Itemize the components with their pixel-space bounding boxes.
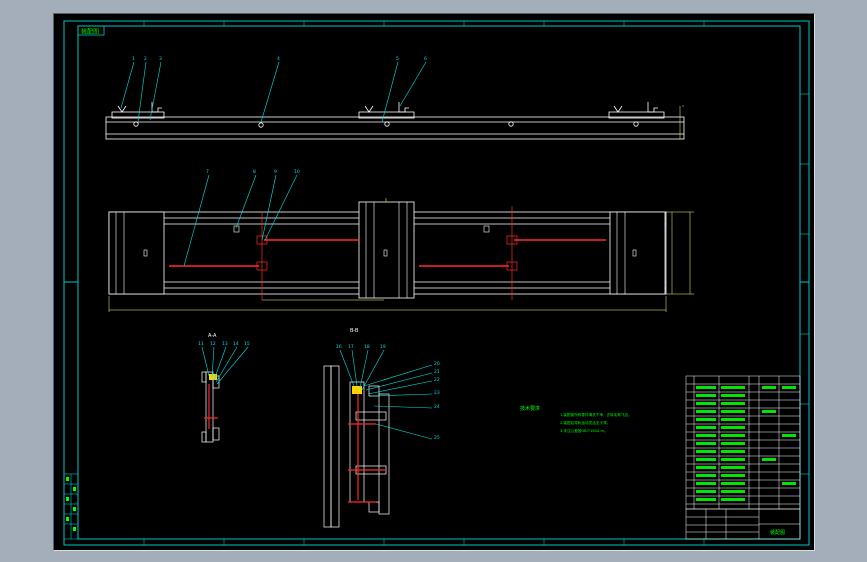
title-tab-box (77, 25, 105, 36)
part-number: 21 (434, 369, 440, 375)
small-section-fill (209, 374, 217, 380)
plan-view-part-numbers: 7 8 9 10 (206, 169, 300, 175)
part-number: 13 (222, 341, 228, 347)
part-number: 9 (274, 169, 277, 175)
plan-view-blocks (108, 201, 666, 299)
large-section-part-numbers-right: 20 21 22 23 24 25 (434, 361, 440, 441)
part-number: 18 (364, 344, 370, 350)
parts-list (685, 375, 801, 510)
top-view-clamps (117, 102, 658, 113)
small-section-highlights (204, 384, 218, 429)
large-section-leaders (339, 349, 433, 440)
large-section-detail (323, 365, 390, 528)
part-number: 20 (434, 361, 440, 367)
cad-viewport[interactable]: 装配图 (53, 13, 815, 551)
small-section-detail (201, 371, 220, 443)
part-number: 23 (434, 390, 440, 396)
part-number: 12 (210, 341, 216, 347)
part-number: 15 (244, 341, 250, 347)
part-number: 8 (253, 169, 256, 175)
small-section-leaders (201, 346, 249, 385)
title-block (685, 508, 801, 540)
drawing-frame (63, 20, 810, 546)
section-label: B-B (350, 328, 359, 334)
part-number: 10 (294, 169, 300, 175)
frame-zone-ticks (143, 21, 809, 545)
large-section-part-numbers-top: 16 17 18 19 (336, 344, 386, 350)
top-view-leaders (120, 61, 427, 123)
parts-list-entries (696, 386, 796, 501)
part-number: 14 (233, 341, 239, 347)
part-number: 6 (424, 56, 427, 62)
small-section-part-numbers: 11 12 13 14 15 (198, 341, 250, 347)
tech-req-line: 2.装配后导轨运动灵活无卡滞。 (560, 420, 610, 425)
plan-view-block-details (115, 202, 637, 298)
revision-stamp-marks (66, 477, 76, 531)
part-number: 5 (396, 56, 399, 62)
top-view-rail (105, 111, 685, 140)
tech-req-title: 技术要求 (520, 405, 540, 412)
part-number: 17 (348, 344, 354, 350)
part-number: 4 (277, 56, 280, 62)
engineering-drawing: 装配图 (63, 20, 810, 546)
tech-req-line: 3.未注公差按GB/T1804-m。 (560, 428, 608, 433)
top-view-dimension (679, 105, 684, 140)
title-tab-label: 装配图 (81, 28, 99, 36)
part-number: 11 (198, 341, 204, 347)
part-number: 1 (132, 56, 135, 62)
plan-view-leaders (183, 174, 298, 267)
part-number: 3 (159, 56, 162, 62)
large-section-fill (352, 386, 362, 394)
part-number: 7 (206, 169, 209, 175)
plan-view-shafts (256, 206, 518, 300)
part-number: 25 (434, 435, 440, 441)
revision-stamp (63, 473, 79, 540)
title-block-name: 装配图 (770, 529, 785, 536)
top-view-bolts (133, 121, 639, 128)
part-number: 16 (336, 344, 342, 350)
top-view-part-numbers: 1 2 3 4 5 6 (132, 56, 427, 62)
tech-req-line: 1.装配前所有零件清洗干净，去除毛刺飞边。 (560, 412, 632, 417)
part-number: 19 (380, 344, 386, 350)
section-label: A-A (208, 333, 217, 339)
part-number: 22 (434, 377, 440, 383)
part-number: 24 (434, 404, 440, 410)
large-section-highlights (348, 392, 386, 503)
plan-view-dimensions (108, 198, 694, 312)
part-number: 2 (144, 56, 147, 62)
